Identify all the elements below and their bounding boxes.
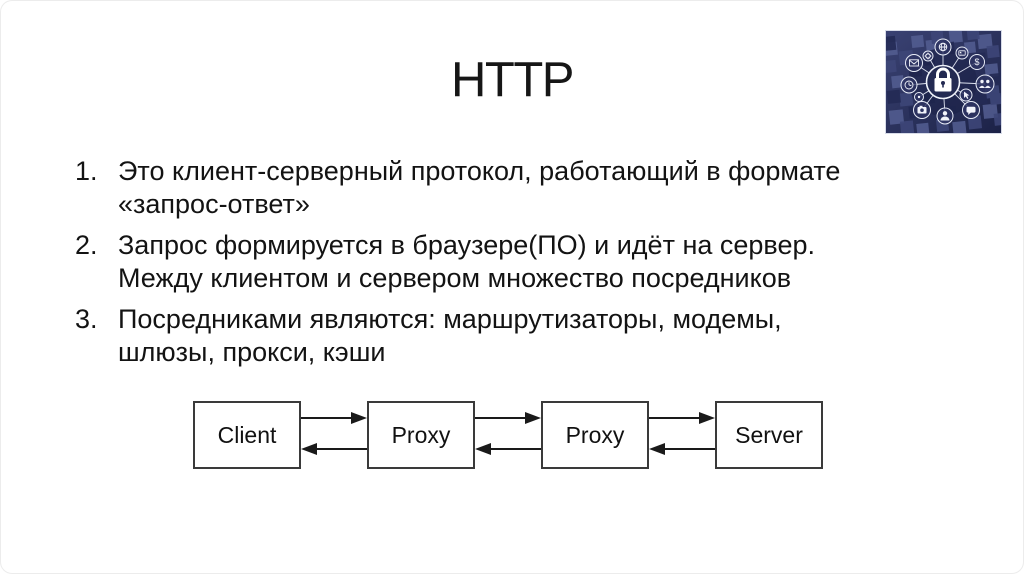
right-arrow-icon [699, 412, 715, 424]
envelope-icon [905, 54, 923, 72]
diagram-node-label: Client [217, 421, 277, 448]
camera-icon [913, 101, 931, 119]
security-collage-svg: $ [886, 31, 1001, 133]
left-arrow-icon [649, 443, 665, 455]
list-text: Это клиент-серверный протокол, работающи… [118, 156, 841, 219]
diagram-node-proxy-2: Proxy [541, 401, 649, 469]
people-icon [975, 74, 995, 94]
left-arrow-icon [475, 443, 491, 455]
diagram-node-client: Client [193, 401, 301, 469]
list-item-2: 2. Запрос формируется в браузере(ПО) и и… [75, 229, 881, 295]
list-number: 2. [75, 230, 98, 260]
arrow-connector [301, 412, 367, 455]
diagram-node-label: Server [735, 421, 803, 448]
diagram-node-proxy-1: Proxy [367, 401, 475, 469]
padlock-icon [925, 64, 961, 100]
dot-node-icon [914, 92, 924, 102]
list-number: 1. [75, 156, 98, 186]
diagram-node-label: Proxy [565, 421, 625, 448]
bullet-list: 1. Это клиент-серверный протокол, работа… [75, 155, 881, 377]
right-arrow-icon [525, 412, 541, 424]
list-item-3: 3. Посредниками являются: маршрутизаторы… [75, 303, 881, 369]
clock-icon [900, 76, 918, 94]
id-card-icon [955, 46, 969, 60]
svg-text:$: $ [974, 57, 979, 67]
diagram-node-server: Server [715, 401, 823, 469]
right-arrow-icon [351, 412, 367, 424]
cursor-icon [959, 88, 973, 102]
diagram-node-label: Proxy [391, 421, 451, 448]
gear-icon [922, 50, 934, 62]
arrow-connector [475, 412, 541, 455]
page-title: HTTP [451, 53, 574, 107]
arrow-connector [649, 412, 715, 455]
list-text: Запрос формируется в браузере(ПО) и идёт… [118, 230, 815, 293]
person-icon [936, 107, 954, 125]
left-arrow-icon [301, 443, 317, 455]
list-text: Посредниками являются: маршрутизаторы, м… [118, 304, 782, 367]
list-number: 3. [75, 304, 98, 334]
http-flow-diagram: Client Proxy Proxy Server [193, 401, 823, 471]
chat-bubble-icon [962, 101, 980, 119]
security-network-image: $ [885, 30, 1002, 134]
list-item-1: 1. Это клиент-серверный протокол, работа… [75, 155, 881, 221]
globe-icon [934, 38, 952, 56]
dollar-icon: $ [969, 54, 985, 70]
